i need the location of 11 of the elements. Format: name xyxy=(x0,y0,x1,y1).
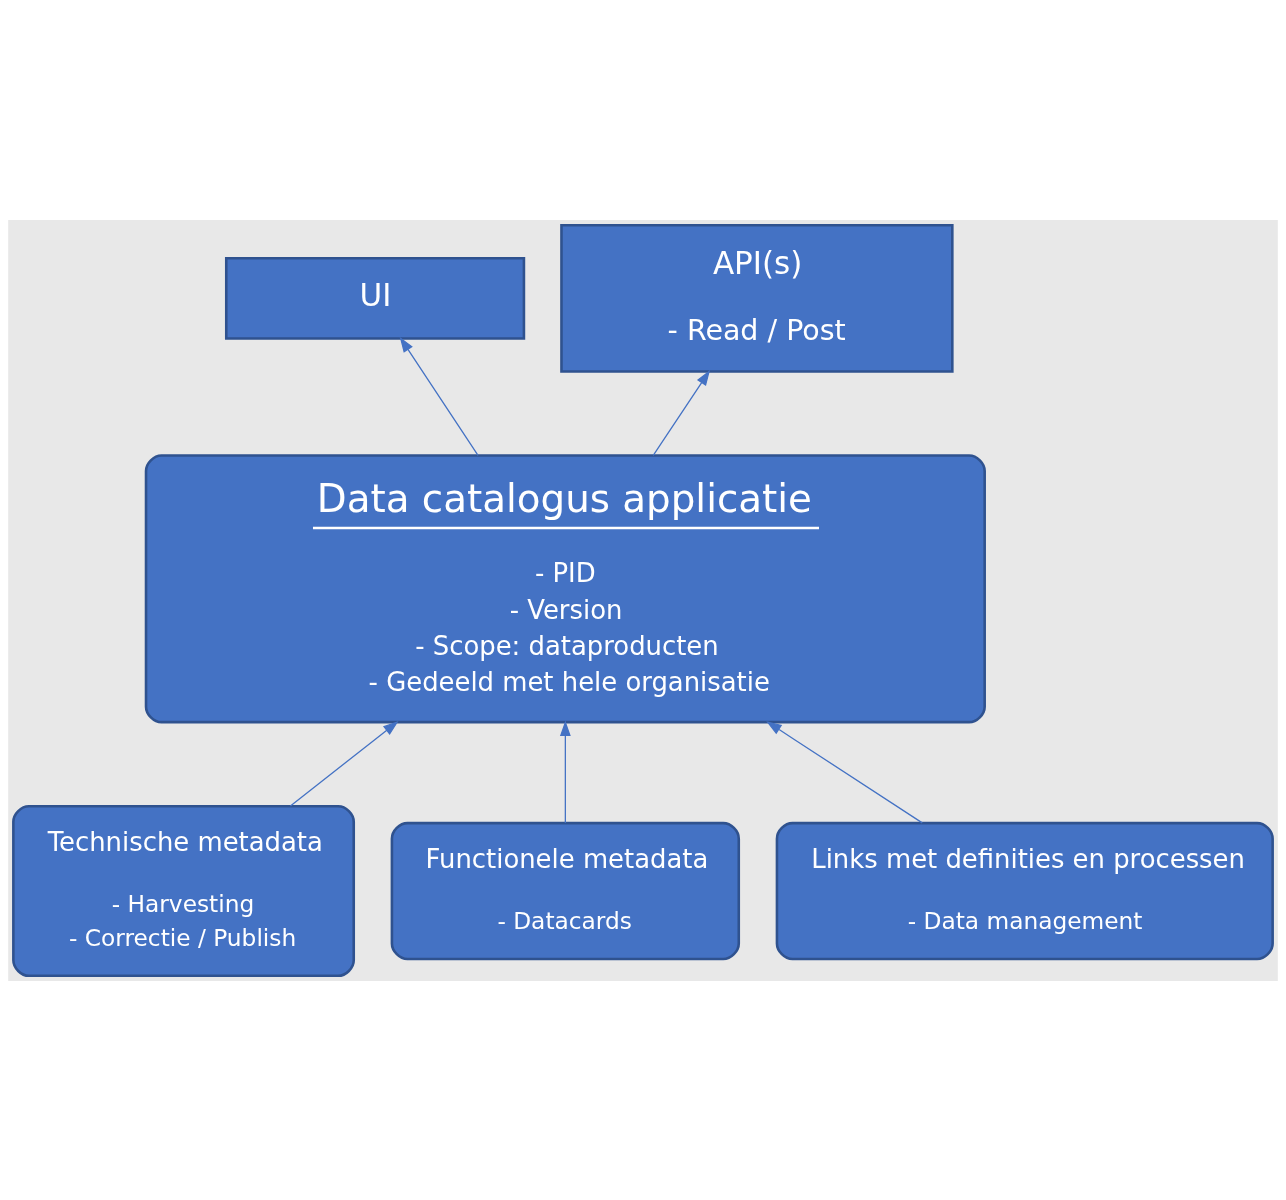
node-box: UI xyxy=(224,256,526,340)
node-box: Functionele metadata - Datacards xyxy=(390,821,741,960)
node-box: API(s) - Read / Post xyxy=(560,223,954,373)
node-box: Technische metadata - Harvesting - Correctie / Publish xyxy=(12,804,356,977)
arrow xyxy=(559,720,571,824)
arrow xyxy=(289,720,399,807)
arrow xyxy=(652,369,711,456)
arrow xyxy=(399,336,479,456)
arrow xyxy=(766,720,923,824)
node-box: Links met definities en processen - Data management xyxy=(775,821,1274,960)
node-box: Data catalogus applicatie - PID - Version - Scope: dataproducten - Gedeeld met hele organisatie xyxy=(144,453,986,723)
